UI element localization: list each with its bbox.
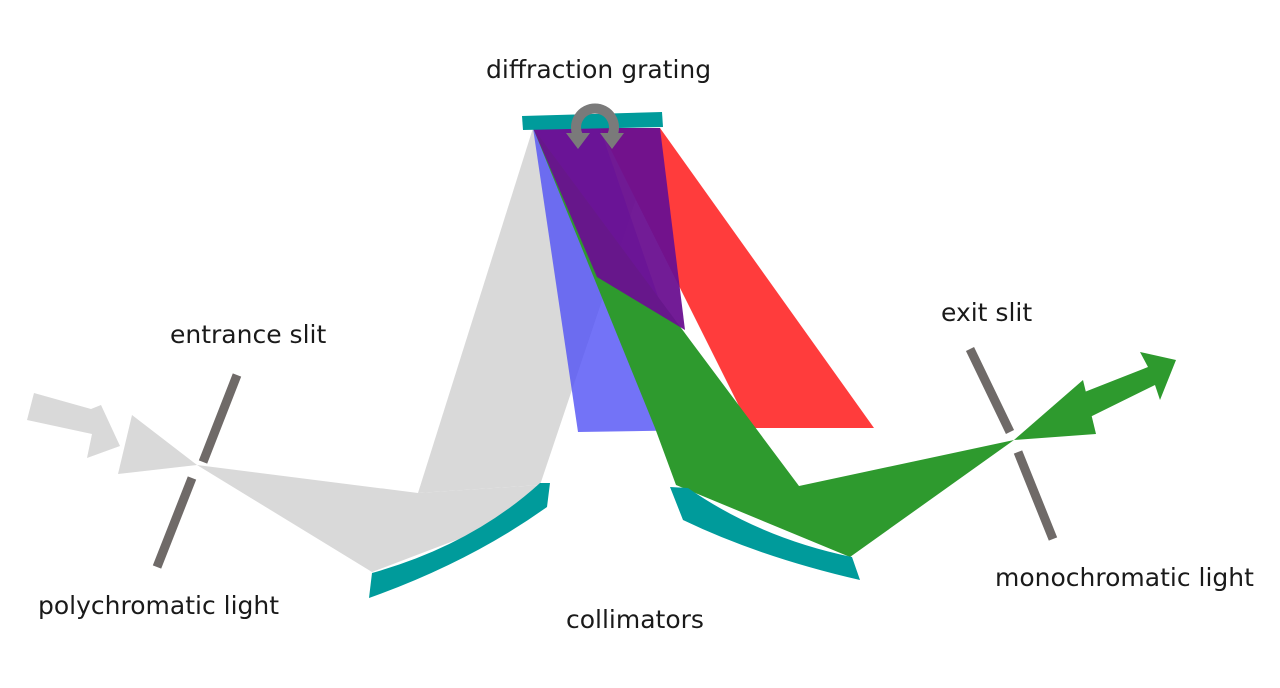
entrance-slit <box>152 373 242 569</box>
exit-slit-label: exit slit <box>941 298 1033 327</box>
rotation-arrow-icon <box>566 103 624 149</box>
exit-slit-upper-blade <box>965 347 1015 434</box>
polychromatic-light-label: polychromatic light <box>38 591 280 620</box>
monochromatic-cone <box>1014 380 1096 440</box>
green-beam <box>533 128 1014 557</box>
exit-slit-lower-blade <box>1013 450 1058 541</box>
right-collimator-mirror <box>670 487 860 580</box>
left-collimator-mirror <box>369 483 550 598</box>
polychromatic-diverging-beam <box>197 465 540 572</box>
incoming-light-arrow <box>27 393 120 458</box>
monochromatic-light-label: monochromatic light <box>995 563 1254 592</box>
diffraction-grating <box>522 112 663 130</box>
polychromatic-cone <box>118 415 197 474</box>
entrance-slit-upper-blade <box>198 373 242 464</box>
violet-overlap <box>533 128 685 330</box>
collimators-label: collimators <box>566 605 704 634</box>
diffraction-grating-label: diffraction grating <box>486 55 712 84</box>
exit-slit <box>965 347 1058 541</box>
entrance-slit-label: entrance slit <box>170 320 327 349</box>
entrance-slit-lower-blade <box>152 476 197 569</box>
outgoing-light-arrow <box>1082 352 1176 418</box>
